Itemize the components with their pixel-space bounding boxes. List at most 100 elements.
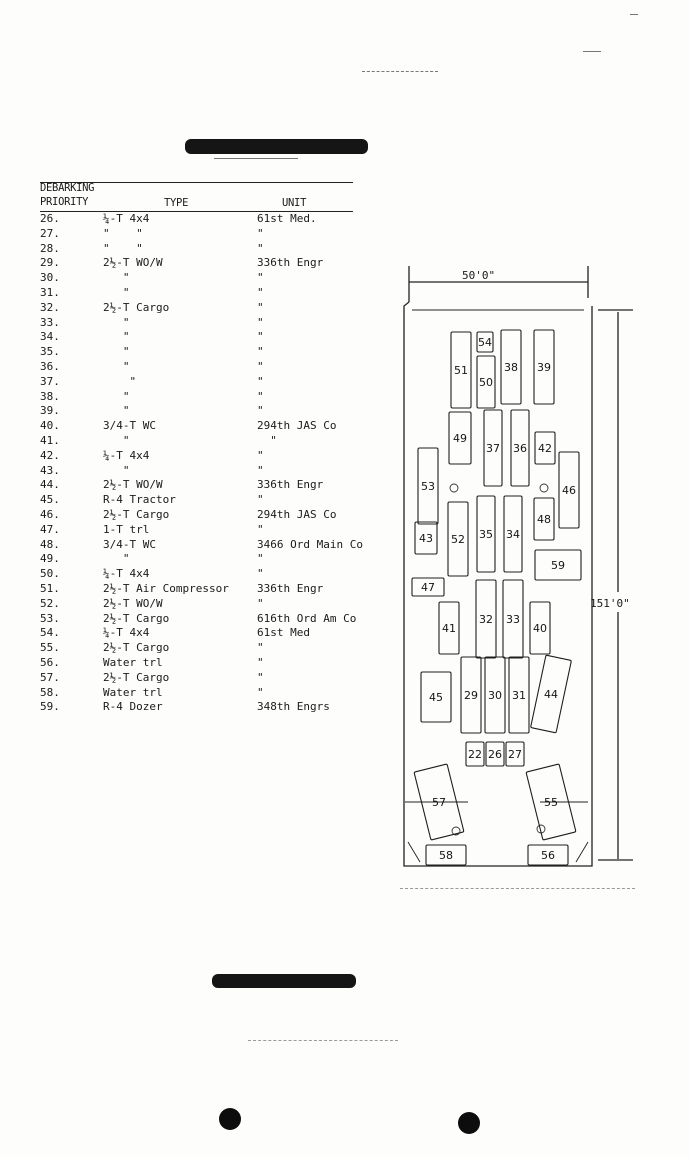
header-type: TYPE xyxy=(164,197,189,209)
table-row: 28. " " " xyxy=(40,242,390,257)
table-row: 35. "" xyxy=(40,345,390,360)
row-type: R-4 Dozer xyxy=(103,700,163,714)
vehicle-slot-label: 40 xyxy=(533,622,547,635)
row-type: 1-T trl xyxy=(103,522,150,536)
length-label: 151'0" xyxy=(590,597,630,610)
scan-mark xyxy=(362,71,438,72)
row-priority: 35. xyxy=(40,345,60,359)
row-priority: 32. xyxy=(40,300,60,314)
vehicle-slot-label: 42 xyxy=(538,442,552,455)
vehicle-slot-label: 59 xyxy=(551,559,565,572)
row-type: " xyxy=(103,315,130,329)
row-unit: 61st Med xyxy=(257,626,310,640)
vehicle-slot-36 xyxy=(510,409,530,487)
table-row: 36. "" xyxy=(40,360,390,375)
table-row: 56.Water trl" xyxy=(40,656,390,671)
vehicle-slot-label: 38 xyxy=(504,361,518,374)
vehicle-slot-label: 45 xyxy=(429,691,443,704)
scan-mark xyxy=(630,14,638,15)
vehicle-slot-label: 37 xyxy=(486,442,500,455)
row-unit: " xyxy=(257,522,264,536)
vehicle-slot-31 xyxy=(508,656,530,734)
vehicle-slot-56 xyxy=(527,844,569,866)
row-unit: 294th JAS Co xyxy=(257,419,337,433)
vehicle-slot-label: 54 xyxy=(478,336,492,349)
row-type: 3/4-T WC xyxy=(103,537,156,551)
row-type: " " xyxy=(103,241,143,255)
vehicle-slot-33 xyxy=(502,579,524,659)
row-priority: 30. xyxy=(40,271,60,285)
vehicle-slot-42 xyxy=(534,431,556,465)
row-priority: 42. xyxy=(40,448,60,462)
row-unit: " xyxy=(257,330,264,344)
table-row: 52.2½-T WO/W" xyxy=(40,597,390,612)
row-type: 3/4-T WC xyxy=(103,419,156,433)
row-unit: 61st Med. xyxy=(257,212,317,225)
header-priority-line2: PRIORITY xyxy=(40,196,89,208)
vehicle-slot-39 xyxy=(533,329,555,405)
vehicle-slot-label: 29 xyxy=(464,689,478,702)
vehicle-slot-35 xyxy=(476,495,496,573)
table-row: 50.¼-T 4x4" xyxy=(40,567,390,582)
vehicle-slot-label: 30 xyxy=(488,689,502,702)
row-type: 2½-T WO/W xyxy=(103,478,163,492)
row-unit: " xyxy=(257,300,264,314)
row-type: 2½-T WO/W xyxy=(103,256,163,270)
row-type: ¼-T 4x4 xyxy=(103,212,150,225)
vehicle-slot-label: 53 xyxy=(421,480,435,493)
row-unit: " xyxy=(257,493,264,507)
table-row: 49. "" xyxy=(40,552,390,567)
row-priority: 51. xyxy=(40,582,60,595)
vehicle-slot-label: 34 xyxy=(506,528,520,541)
vehicle-slot-37 xyxy=(483,409,503,487)
row-type: " xyxy=(103,271,130,285)
row-type: " xyxy=(103,404,130,418)
table-row: 57.2½-T Cargo" xyxy=(40,671,390,686)
table-row: 30. "" xyxy=(40,271,390,286)
row-priority: 52. xyxy=(40,596,60,610)
vehicle-slot-label: 36 xyxy=(513,442,527,455)
vehicle-slot-44 xyxy=(530,654,572,734)
row-unit: " xyxy=(257,241,264,255)
vehicle-slot-41 xyxy=(438,601,460,655)
vehicle-slot-32 xyxy=(475,579,497,659)
vehicle-slot-54 xyxy=(476,331,494,353)
table-row: 43. "" xyxy=(40,464,390,479)
vehicle-slot-27 xyxy=(505,741,525,767)
vehicle-slot-label: 46 xyxy=(562,484,576,497)
row-priority: 55. xyxy=(40,641,60,655)
row-priority: 49. xyxy=(40,552,60,566)
table-row: 42.¼-T 4x4" xyxy=(40,449,390,464)
row-priority: 45. xyxy=(40,493,60,507)
table-row: 47.1-T trl" xyxy=(40,523,390,538)
row-priority: 28. xyxy=(40,241,60,255)
vehicle-slot-label: 55 xyxy=(544,796,558,809)
table-row: 55.2½-T Cargo" xyxy=(40,641,390,656)
row-type: " xyxy=(103,389,130,403)
row-unit: " xyxy=(257,315,264,329)
row-priority: 36. xyxy=(40,360,60,373)
row-unit: 336th Engr xyxy=(257,582,324,595)
vehicle-slot-label: 44 xyxy=(544,688,558,701)
vehicle-slot-49 xyxy=(448,411,472,465)
vehicle-slot-label: 27 xyxy=(508,748,522,761)
row-unit: " xyxy=(257,226,264,240)
row-priority: 37. xyxy=(40,374,60,388)
vehicle-slot-label: 39 xyxy=(537,361,551,374)
row-type: " xyxy=(103,360,130,373)
row-type: " xyxy=(103,463,130,477)
row-priority: 57. xyxy=(40,670,60,684)
row-priority: 38. xyxy=(40,389,60,403)
vehicle-slot-34 xyxy=(503,495,523,573)
row-priority: 43. xyxy=(40,463,60,477)
vehicle-slot-52 xyxy=(447,501,469,577)
vehicle-slot-label: 49 xyxy=(453,432,467,445)
row-type: " " xyxy=(103,226,143,240)
vehicle-slot-59 xyxy=(534,549,582,581)
punch-hole-right xyxy=(458,1112,480,1134)
redaction-bar-top xyxy=(185,139,368,154)
row-type: Water trl xyxy=(103,656,163,669)
